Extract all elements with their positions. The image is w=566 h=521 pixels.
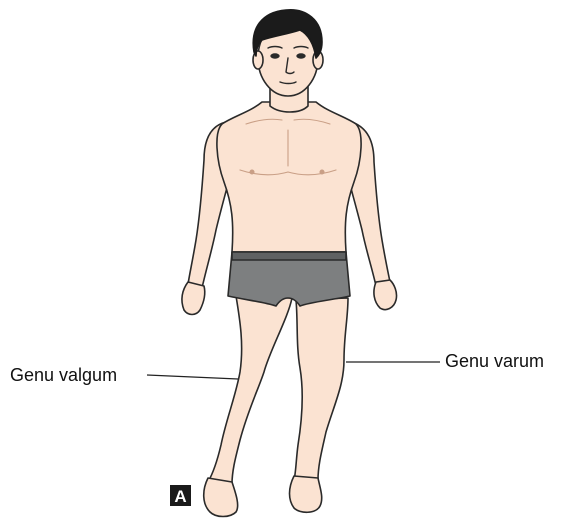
underwear-waistband <box>232 252 346 260</box>
right-hand <box>374 280 397 310</box>
right-nipple <box>320 170 324 174</box>
left-hand <box>182 282 205 315</box>
right-foot <box>290 476 322 512</box>
panel-letter-badge: A <box>170 485 191 506</box>
human-figure <box>182 10 397 517</box>
left-eye <box>271 54 279 58</box>
genu-varum-label: Genu varum <box>445 351 544 371</box>
left-foot <box>204 478 238 517</box>
right-eye <box>297 54 305 58</box>
genu-valgum-label: Genu valgum <box>10 365 117 385</box>
torso <box>217 102 361 252</box>
genu-valgum-leader-line <box>147 375 238 379</box>
right-leg-genu-varum <box>294 298 348 480</box>
panel-letter: A <box>174 487 186 506</box>
left-nipple <box>250 170 254 174</box>
left-leg-genu-valgum <box>208 296 292 484</box>
